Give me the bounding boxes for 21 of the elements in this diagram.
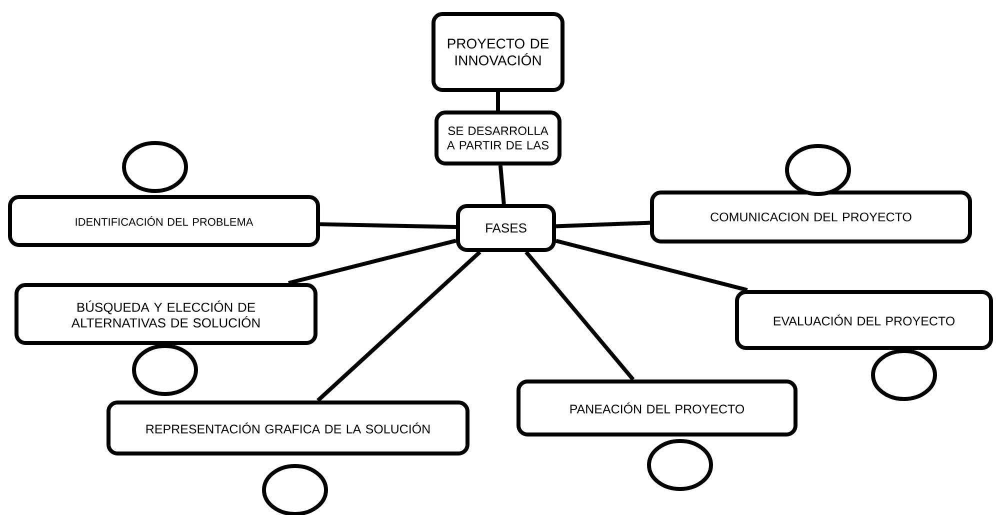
concept-box: PROYECTO DE INNOVACIÓN: [432, 12, 564, 92]
connector-line: [524, 250, 635, 381]
concept-box: SE DESARROLLA A PARTIR DE LAS: [434, 110, 562, 166]
connector-line: [556, 220, 650, 228]
connector-line: [320, 222, 456, 229]
empty-circle: [122, 141, 188, 193]
connector-line: [288, 238, 456, 285]
connector-line: [496, 92, 500, 110]
concept-box: COMUNICACION DEL PROYECTO: [650, 190, 972, 244]
connector-line: [556, 238, 748, 292]
concept-box: IDENTIFICACIÓN DEL PROBLEMA: [8, 195, 320, 247]
empty-circle: [785, 144, 851, 196]
connector-line: [498, 165, 506, 204]
concept-box: FASES: [456, 204, 556, 252]
concept-box: EVALUACIÓN DEL PROYECTO: [735, 290, 993, 350]
connector-line: [316, 250, 482, 402]
concept-box: PANEACIÓN DEL PROYECTO: [516, 380, 798, 436]
empty-circle: [647, 439, 713, 491]
empty-circle: [132, 344, 198, 396]
concept-box: REPRESENTACIÓN GRAFICA DE LA SOLUCIÓN: [106, 400, 470, 456]
empty-circle: [871, 349, 937, 401]
